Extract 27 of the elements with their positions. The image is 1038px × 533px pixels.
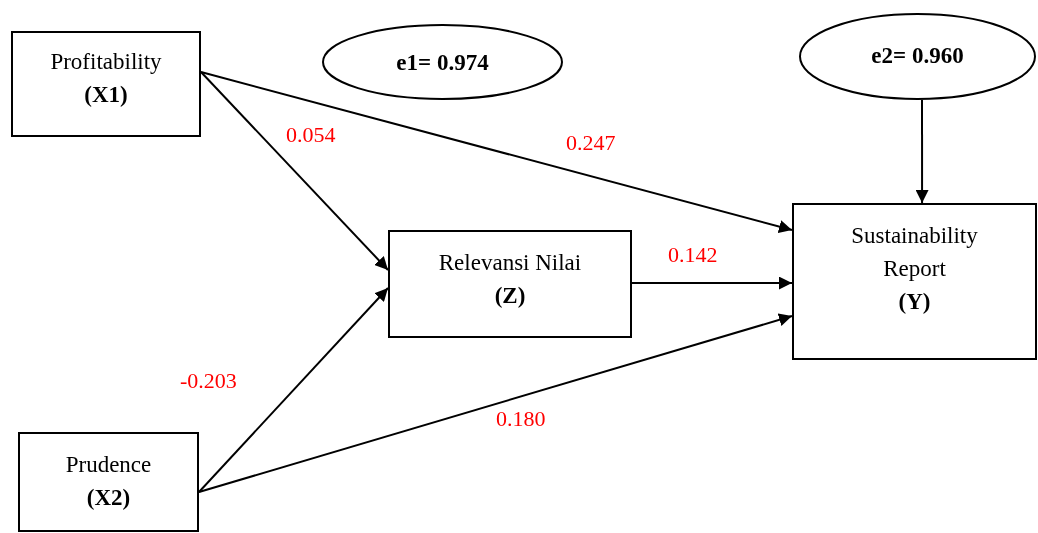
- path-coefficient: 0.054: [286, 124, 336, 146]
- path-coefficient: 0.247: [566, 132, 616, 154]
- arrow: [198, 313, 793, 493]
- variable-name: Sustainability Report: [850, 222, 979, 283]
- path-coefficient: 0.142: [668, 244, 718, 266]
- variable-code: (X2): [86, 484, 131, 512]
- arrow: [200, 71, 389, 271]
- variable-code: (Y): [898, 288, 931, 316]
- variable-name: Profitability: [50, 48, 162, 76]
- variable-name: Relevansi Nilai: [438, 249, 582, 277]
- path-coefficient: 0.180: [496, 408, 546, 430]
- error-term-ellipse: [799, 13, 1036, 100]
- variable-code: (X1): [84, 81, 128, 109]
- arrow: [631, 276, 793, 290]
- arrow: [198, 287, 389, 493]
- variable-box: [11, 31, 201, 137]
- variable-code: (Z): [494, 282, 526, 310]
- error-term-ellipse: [322, 24, 563, 100]
- error-value: e1= 0.974: [396, 49, 489, 77]
- arrow: [915, 99, 929, 204]
- error-value: e2= 0.960: [871, 42, 964, 70]
- variable-box: [18, 432, 199, 532]
- variable-name: Prudence: [65, 451, 152, 479]
- path-coefficient: -0.203: [180, 370, 237, 392]
- variable-box: [792, 203, 1037, 360]
- variable-box: [388, 230, 632, 338]
- arrow: [200, 71, 793, 233]
